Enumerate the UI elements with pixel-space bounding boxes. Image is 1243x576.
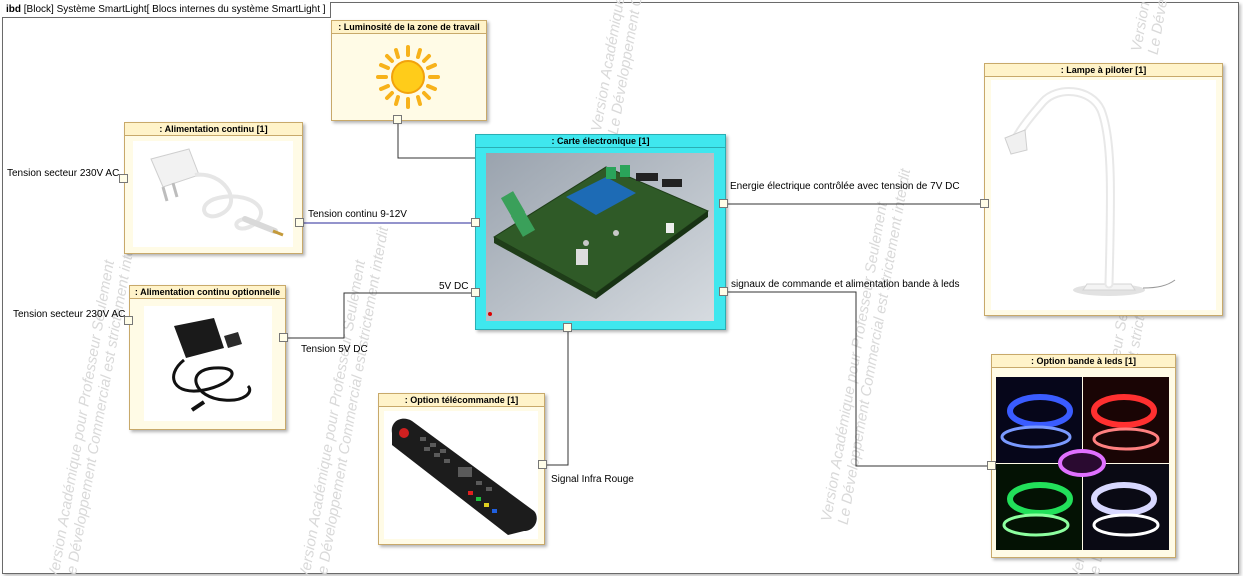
port-bande-in[interactable]: [987, 461, 996, 470]
block-title: : Option télécommande [1]: [379, 394, 544, 407]
port-luminosite[interactable]: [393, 115, 402, 124]
label-tension-secteur: Tension secteur 230V AC: [13, 309, 126, 320]
port-alimopt-in[interactable]: [124, 316, 133, 325]
block-telecommande[interactable]: : Option télécommande [1]: [378, 393, 545, 545]
label-signaux: signaux de commande et alimentation band…: [731, 279, 960, 290]
port-carte-9-12v[interactable]: [471, 218, 480, 227]
block-alimentation-continu[interactable]: : Alimentation continu [1]: [124, 122, 303, 254]
port-lampe-in[interactable]: [980, 199, 989, 208]
block-luminosite[interactable]: : Luminosité de la zone de travail: [331, 20, 487, 121]
block-carte-electronique[interactable]: : Carte électronique [1]: [475, 134, 726, 330]
frame-keyword: ibd: [6, 4, 21, 15]
label-energie: Energie électrique contrôlée avec tensio…: [730, 181, 960, 192]
block-title: : Carte électronique [1]: [476, 135, 725, 148]
power-adapter-image: [133, 141, 293, 247]
connector-carte-telecommande[interactable]: [545, 330, 569, 466]
connector-carte-bande[interactable]: [728, 291, 993, 467]
port-carte-5v[interactable]: [471, 288, 480, 297]
frame-title: ibd [Block] Système SmartLight[ Blocs in…: [2, 2, 331, 18]
label-tension-secteur: Tension secteur 230V AC: [7, 168, 120, 179]
block-lampe[interactable]: : Lampe à piloter [1]: [984, 63, 1223, 316]
port-alimopt-out[interactable]: [279, 333, 288, 342]
block-title: : Luminosité de la zone de travail: [332, 21, 486, 34]
desk-lamp-image: [991, 80, 1216, 310]
connector-alimopt-carte[interactable]: [288, 292, 476, 339]
sun-icon: [376, 45, 440, 109]
block-title: : Alimentation continu optionnelle: [130, 286, 285, 299]
block-title: : Lampe à piloter [1]: [985, 64, 1222, 77]
port-carte-energie[interactable]: [719, 199, 728, 208]
port-carte-ir[interactable]: [563, 323, 572, 332]
pcb-board-image: [486, 153, 714, 321]
label-tension-5v: Tension 5V DC: [301, 344, 368, 355]
power-adapter-image: [144, 306, 272, 421]
connector-luminosite-carte[interactable]: [397, 120, 476, 159]
block-bande-leds[interactable]: : Option bande à leds [1]: [991, 354, 1176, 558]
block-title: : Alimentation continu [1]: [125, 123, 302, 136]
port-alim-out[interactable]: [295, 218, 304, 227]
port-telecommande-out[interactable]: [538, 460, 547, 469]
frame-title-text: [Block] Système SmartLight[ Blocs intern…: [23, 4, 326, 15]
block-alimentation-optionnelle[interactable]: : Alimentation continu optionnelle: [129, 285, 286, 430]
port-carte-signaux[interactable]: [719, 287, 728, 296]
label-tension-continu: Tension continu 9-12V: [308, 209, 407, 220]
block-title: : Option bande à leds [1]: [992, 355, 1175, 368]
label-signal-ir: Signal Infra Rouge: [551, 474, 634, 485]
port-alim-in[interactable]: [119, 174, 128, 183]
remote-control-image: [384, 411, 538, 539]
label-5v-dc: 5V DC: [439, 281, 469, 292]
led-strip-image: [996, 377, 1169, 550]
